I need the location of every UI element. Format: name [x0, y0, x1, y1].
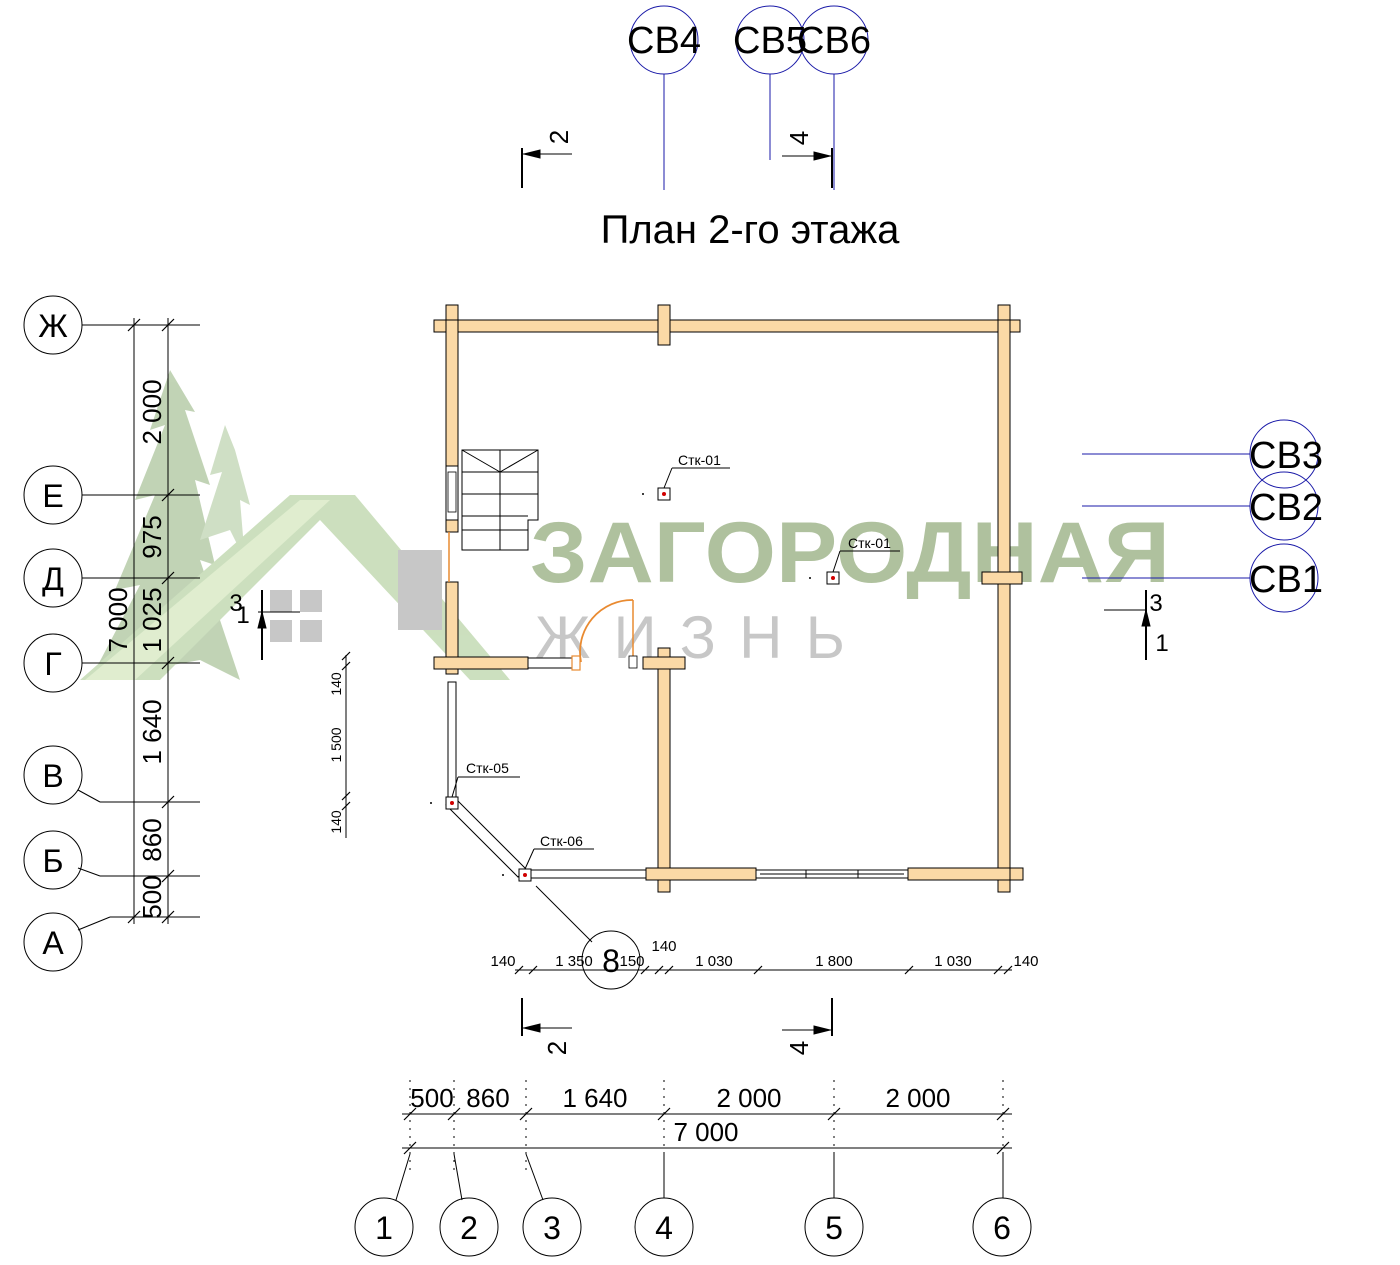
- cut-mark-1-left: 1: [236, 602, 249, 629]
- vdim-500: 500: [137, 875, 167, 918]
- cut-mark-2-bottom: 2: [542, 1041, 572, 1055]
- wdim-1500: 1 500: [328, 727, 344, 762]
- axis-label-d: Д: [42, 561, 64, 597]
- column-label-stk01-a: Стк-01: [678, 452, 721, 468]
- axis-label-b: Б: [43, 843, 64, 879]
- cut-mark-2-top: 2: [544, 130, 574, 144]
- section-mark-sv6: СВ6: [797, 20, 871, 62]
- vdim-975: 975: [137, 515, 167, 558]
- bottom-axis-bubbles: 1 2 3 4 5 6: [354, 1153, 1032, 1257]
- wdim-140-bottom: 140: [328, 810, 344, 834]
- vdim-7000: 7 000: [103, 587, 133, 652]
- adim-500: 500: [410, 1083, 453, 1113]
- adim-1640: 1 640: [562, 1083, 627, 1113]
- section-mark-sv2: СВ2: [1249, 487, 1323, 529]
- vdim-1025: 1 025: [137, 587, 167, 652]
- left-axis-bubbles: Ж Е Д Г В Б А: [23, 295, 200, 972]
- page-title: План 2-го этажа: [601, 208, 901, 252]
- watermark-main-text: ЗАГОРОДНАЯ: [530, 505, 1170, 601]
- cut-marks: 2 4 2 4 3 1 3 1: [229, 130, 1168, 1055]
- axis-label-6: 6: [993, 1210, 1011, 1246]
- section-mark-sv1: СВ1: [1249, 559, 1323, 601]
- vdim-2000: 2 000: [137, 379, 167, 444]
- window-dimensions: 140 1 500 140: [328, 651, 351, 838]
- axis-label-3: 3: [543, 1210, 561, 1246]
- column-label-stk01-b: Стк-01: [848, 535, 891, 551]
- bdim-140-a: 140: [490, 953, 515, 970]
- axis-label-zh: Ж: [38, 308, 68, 344]
- axis-label-e: Е: [42, 478, 63, 514]
- top-section-marks: СВ4 СВ5 СВ6: [627, 5, 871, 190]
- cut-mark-1-right: 1: [1155, 630, 1168, 657]
- adim-2000-a: 2 000: [716, 1083, 781, 1113]
- cut-mark-3-left: 3: [229, 590, 242, 617]
- node-callout-8: 8: [535, 885, 641, 990]
- staircase: [461, 449, 539, 551]
- vdim-1640: 1 640: [137, 699, 167, 764]
- watermark-sub-text: ЖИЗНЬ: [535, 604, 865, 671]
- door-swing: [579, 599, 638, 669]
- cut-mark-4-top: 4: [784, 131, 814, 145]
- axis-label-g: Г: [44, 646, 61, 682]
- left-vertical-dimensions: 2 000 975 1 025 1 640 860 500 7 000: [103, 318, 175, 924]
- adim-860: 860: [466, 1083, 509, 1113]
- axis-label-v: В: [42, 758, 63, 794]
- bdim-140-c: 140: [1013, 953, 1038, 970]
- watermark-logo: ЗАГОРОДНАЯ ЖИЗНЬ: [80, 370, 1170, 680]
- section-mark-sv4: СВ4: [627, 20, 701, 62]
- node-label-8: 8: [602, 943, 620, 979]
- reference-dots: [430, 493, 811, 876]
- bottom-inner-dimensions: 140 1 350 150 140 1 030 1 800 1 030 140: [490, 938, 1039, 975]
- bdim-1030-a: 1 030: [695, 953, 733, 970]
- axis-label-a: А: [42, 925, 64, 961]
- axis-label-1: 1: [375, 1210, 393, 1246]
- plan-walls: [433, 304, 1024, 893]
- right-section-marks: СВ3 СВ2 СВ1: [1082, 419, 1323, 613]
- column-label-stk05: Стк-05: [466, 760, 509, 776]
- adim-total-7000: 7 000: [673, 1117, 738, 1147]
- axis-label-4: 4: [655, 1210, 673, 1246]
- axis-label-2: 2: [460, 1210, 478, 1246]
- bdim-140-b: 140: [651, 938, 676, 955]
- bdim-150: 150: [619, 953, 644, 970]
- cut-mark-3-right: 3: [1149, 590, 1162, 617]
- section-mark-sv5: СВ5: [733, 20, 807, 62]
- bdim-1350: 1 350: [555, 953, 593, 970]
- column-label-stk06: Стк-06: [540, 833, 583, 849]
- adim-2000-b: 2 000: [885, 1083, 950, 1113]
- columns: Стк-01 Стк-01 Стк-05 Стк-06: [445, 452, 900, 882]
- section-mark-sv3: СВ3: [1249, 435, 1323, 477]
- bdim-1030-b: 1 030: [934, 953, 972, 970]
- axis-label-5: 5: [825, 1210, 843, 1246]
- bdim-1800: 1 800: [815, 953, 853, 970]
- wdim-140-top: 140: [328, 672, 344, 696]
- vdim-860: 860: [137, 818, 167, 861]
- bottom-axis-dimensions: 500 860 1 640 2 000 2 000 7 000: [402, 1080, 1012, 1170]
- cut-mark-4-bottom: 4: [784, 1041, 814, 1055]
